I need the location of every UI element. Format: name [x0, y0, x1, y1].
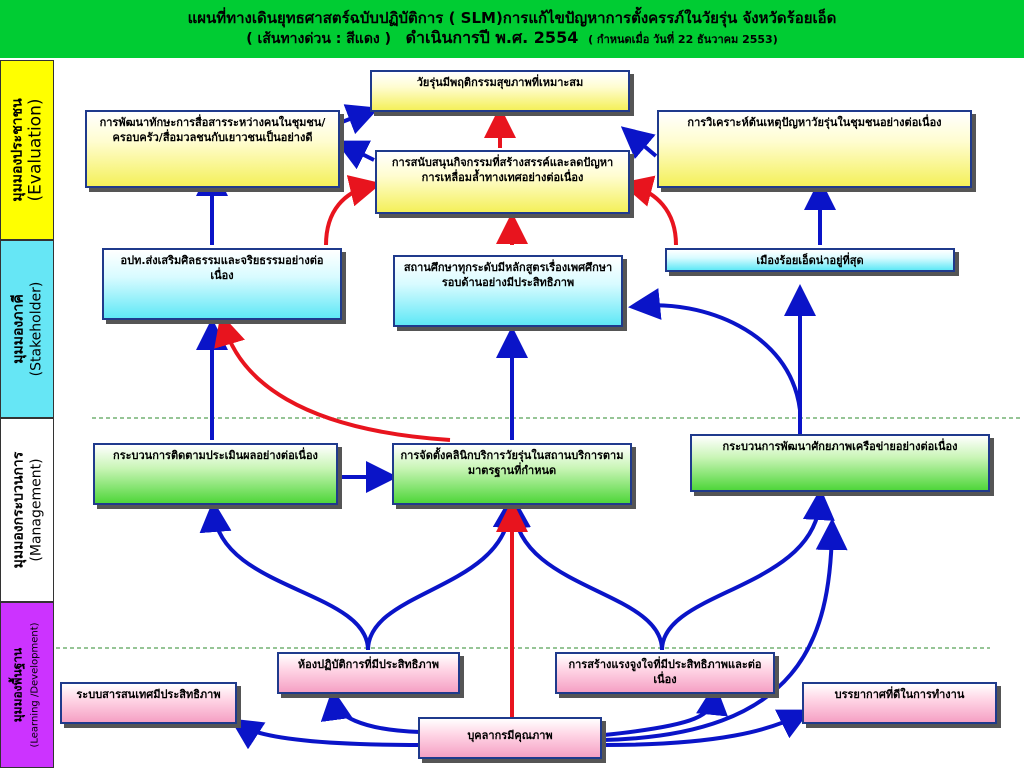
arrow-staff-info: [229, 718, 421, 750]
date-note: ( กำหนดเมื่อ วันที่ 22 ธันวาคม 2553): [588, 33, 778, 46]
perspective-management: มุมมองกระบวนการ(Management): [0, 418, 54, 602]
atmosphere-box: บรรยากาศที่ดีในการทำงาน: [802, 682, 997, 724]
perspective-evaluation: มุมมองประชาชน(Evaluation): [0, 60, 54, 240]
title-line2: ( เส้นทางด่วน : สีแดง ) ดำเนินการปี พ.ศ.…: [0, 28, 1024, 50]
arrow-culture-creative: [324, 175, 382, 246]
network-box: กระบวนการพัฒนาศักยภาพเครือข่ายอย่างต่อเน…: [690, 434, 990, 492]
arrow-city-creative: [620, 175, 678, 246]
arrow-motivation-network: [660, 488, 835, 651]
arrow-network-school: [628, 288, 802, 411]
goal-box: วัยรุ่นมีพฤติกรรมสุขภาพที่เหมาะสม: [370, 70, 630, 112]
motivation-box: การสร้างแรงจูงใจที่มีประสิทธิภาพและต่อเน…: [555, 652, 775, 694]
arrow-lab-monitoring: [199, 500, 370, 651]
title-line1: แผนที่ทางเดินยุทธศาสตร์ฉบับปฏิบัติการ ( …: [187, 9, 837, 27]
clinic-box: การจัดตั้งคลินิกบริการวัยรุ่นในสถานบริกา…: [392, 443, 632, 505]
monitoring-box: กระบวนการติดตามประเมินผลอย่างต่อเนื่อง: [93, 443, 338, 505]
staff-box: บุคลากรมีคุณภาพ: [418, 717, 602, 759]
arrow-motivation-clinic: [499, 496, 664, 651]
arrow-staff-lab: [320, 688, 421, 734]
info-box: ระบบสารสนเทศมีประสิทธิภาพ: [60, 682, 237, 724]
fiscal-year: ดำเนินการปี พ.ศ. 2554: [405, 28, 579, 47]
school-box: สถานศึกษาทุกระดับมีหลักสูตรเรื่องเพศศึกษ…: [393, 255, 623, 327]
arrow-analysis-goal: [620, 126, 658, 160]
perspective-learning: มุมมองพื้นฐาน(Learning /Development): [0, 602, 54, 768]
arrow-communication-goal: [341, 104, 380, 135]
arrow-staff-atmosphere: [603, 709, 811, 747]
arrow-staff-network: [603, 518, 848, 742]
culture-box: อปท.ส่งเสริมศิลธรรมและจริยธรรมอย่างต่อเน…: [102, 248, 342, 320]
arrow-lab-clinic: [366, 496, 525, 651]
communication-box: การพัฒนาทักษะการสื่อสารระหว่างคนในชุมชน/…: [85, 110, 340, 188]
creative-box: การสนับสนุนกิจกรรมที่สร้างสรรค์และลดปัญห…: [375, 150, 630, 214]
arrow-staff-motivation: [603, 683, 728, 737]
arrow-creative-communication: [335, 140, 375, 170]
arrow-clinic-culture: [214, 313, 451, 442]
perspective-stakeholder: มุมมองภาคี(Stakeholder): [0, 240, 54, 418]
page-header: แผนที่ทางเดินยุทธศาสตร์ฉบับปฏิบัติการ ( …: [0, 0, 1024, 58]
analysis-box: การวิเคราะห์ต้นเหตุปัญหาวัยรุ่นในชุมชนอย…: [657, 110, 972, 188]
city-box: เมืองร้อยเอ็ดน่าอยู่ที่สุด: [665, 248, 955, 272]
fast-track-note: ( เส้นทางด่วน : สีแดง ): [246, 31, 392, 47]
lab-box: ห้องปฏิบัติการที่มีประสิทธิภาพ: [277, 652, 460, 694]
